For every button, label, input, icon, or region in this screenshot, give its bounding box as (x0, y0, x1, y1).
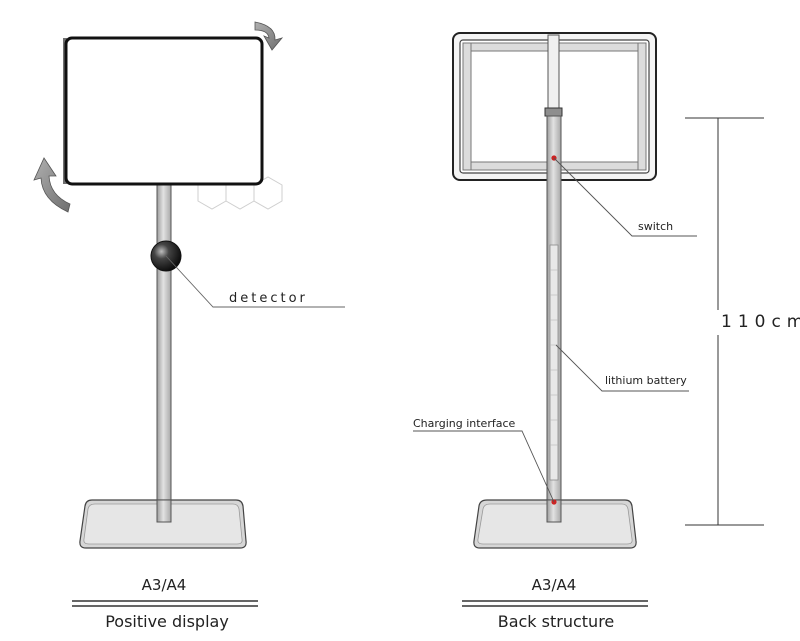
back-view: switch lithium battery Charging interfac… (413, 32, 800, 631)
front-size-label: A3/A4 (142, 576, 187, 594)
charging-leader-line (413, 430, 555, 503)
height-dimension (685, 117, 764, 526)
switch-leader-line (553, 157, 697, 237)
battery-compartment (549, 244, 559, 481)
battery-label: lithium battery (605, 374, 687, 387)
switch-label: switch (638, 220, 673, 233)
height-label: 110cm (721, 312, 800, 332)
front-caption: Positive display (105, 612, 229, 631)
charging-label: Charging interface (413, 417, 516, 430)
back-clamp (544, 107, 563, 117)
back-upper-bar (547, 34, 560, 111)
front-pole (156, 183, 172, 523)
rotate-arrow-top-icon (254, 21, 284, 51)
front-view: detector A3/A4 Positive display (33, 21, 345, 631)
detector-leader-line (165, 255, 345, 308)
back-size-label: A3/A4 (532, 576, 577, 594)
detector-label: detector (229, 291, 308, 306)
rotate-arrow-left-icon (33, 157, 71, 213)
battery-leader-line (555, 344, 689, 392)
front-frame (64, 36, 264, 186)
back-caption: Back structure (498, 612, 615, 631)
